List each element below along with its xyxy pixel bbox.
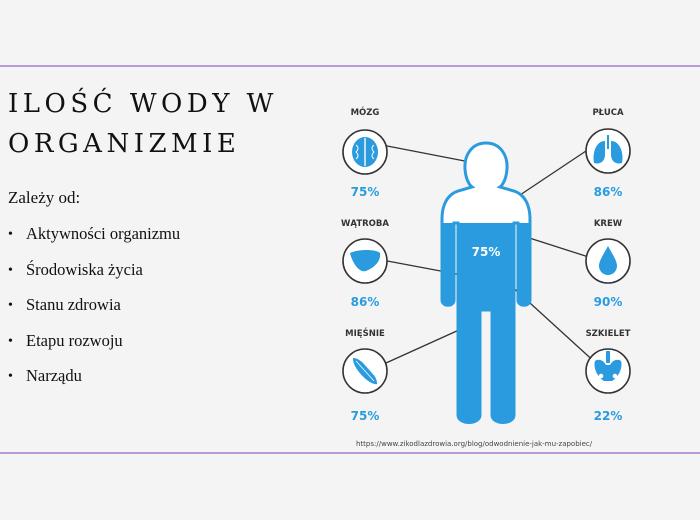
source-link[interactable]: https://www.zikodlazdrowia.org/blog/odwo… — [356, 440, 593, 448]
bullet-text: Aktywności organizmu — [26, 224, 181, 243]
organ-lungs: PŁUCA 86% — [585, 108, 631, 199]
bullet-dot: • — [8, 262, 13, 278]
organ-brain: MÓZG 75% — [342, 106, 388, 199]
organ-skeleton: SZKIELET 22% — [585, 329, 631, 423]
organ-blood: KREW 90% — [585, 219, 631, 309]
bullet-text: Środowiska życia — [26, 259, 143, 279]
organ-percent: 90% — [594, 295, 623, 309]
bullet-list: •Aktywności organizmu •Środowiska życia … — [8, 224, 180, 402]
bullet-item: • Stanu zdrowia — [8, 295, 180, 331]
organ-label: MIĘŚNIE — [345, 327, 385, 339]
bullet-item: • Etapu rozwoju — [8, 331, 180, 367]
organ-label: PŁUCA — [592, 108, 624, 118]
organ-percent: 86% — [351, 295, 380, 309]
bottom-divider — [0, 452, 700, 454]
pelvis-bone-icon — [594, 351, 622, 381]
organ-muscles: MIĘŚNIE 75% — [342, 327, 388, 423]
bullet-text: Narządu — [26, 366, 82, 385]
water-drop-icon — [599, 246, 617, 275]
bullet-item: • Narządu — [8, 366, 180, 402]
bullet-text: Etapu rozwoju — [26, 330, 123, 350]
organ-percent: 86% — [594, 185, 623, 199]
bullet-dot: • — [8, 333, 13, 349]
lungs-icon — [593, 135, 623, 164]
organ-label: SZKIELET — [586, 329, 631, 339]
organ-label: WĄTROBA — [341, 219, 389, 229]
human-body-icon: 75% — [440, 141, 532, 424]
organ-percent: 75% — [351, 185, 380, 199]
top-divider — [0, 65, 700, 67]
organ-label: MÓZG — [351, 106, 380, 118]
slide-subtitle: Zależy od: — [8, 188, 81, 207]
muscle-connector — [385, 324, 471, 364]
organ-percent: 75% — [351, 409, 380, 423]
organ-label: KREW — [594, 219, 623, 229]
slide-title: ILOŚĆ WODY W ORGANIZMIE — [8, 89, 278, 159]
body-water-infographic: 75% MÓZG 75% WĄTROBA 86% MIĘŚNIE 75% PŁU… — [341, 106, 631, 424]
bullet-item: • Środowiska życia — [8, 260, 180, 296]
blood-connector — [519, 234, 599, 261]
muscle-icon — [352, 357, 378, 385]
bullet-dot: • — [8, 369, 13, 384]
liver-icon — [350, 250, 381, 272]
organ-liver: WĄTROBA 86% — [341, 219, 389, 309]
bullet-item: • Aktywności organizmu — [8, 224, 180, 260]
bullet-dot: • — [8, 298, 13, 313]
brain-icon — [352, 137, 378, 167]
body-water-percent: 75% — [472, 245, 501, 259]
brain-connector — [381, 144, 476, 164]
bullet-dot: • — [8, 227, 13, 242]
bullet-text: Stanu zdrowia — [26, 295, 121, 314]
organ-percent: 22% — [594, 409, 623, 423]
